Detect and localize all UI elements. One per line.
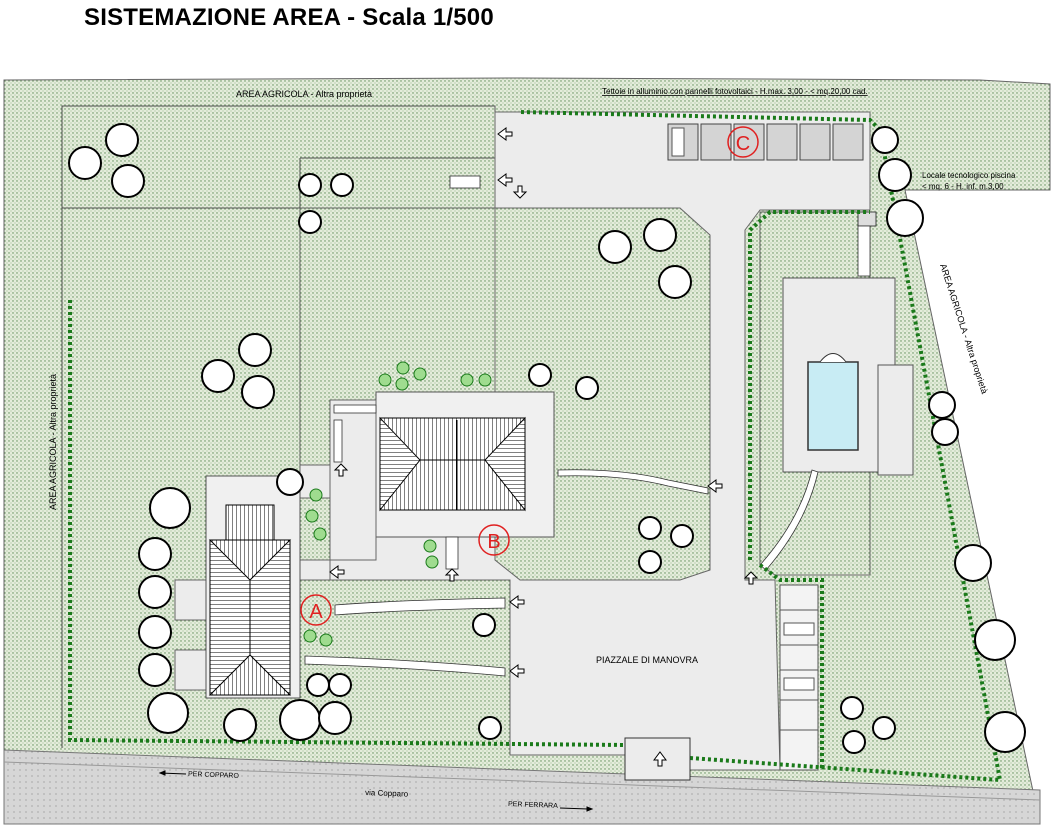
marker-a: A — [300, 594, 332, 626]
road-via-copparo — [3, 749, 1041, 825]
swimming-pool — [807, 361, 859, 451]
svg-text:C: C — [736, 133, 750, 155]
road-direction-arrows — [158, 770, 594, 812]
label-tech-room-1: Locale tecnologico piscina — [922, 171, 1016, 180]
marker-b: B — [478, 524, 510, 556]
label-maneuver-area: PIAZZALE DI MANOVRA — [596, 655, 698, 665]
label-tech-room-2: < mq. 6 - H. inf. m.3,00 — [922, 182, 1004, 191]
label-west-area: AREA AGRICOLA - Altra proprietà — [48, 374, 58, 510]
label-east-area: AREA AGRICOLA - Altra proprietà — [938, 263, 990, 395]
label-road-east: PER FERRARA — [508, 801, 558, 810]
svg-text:B: B — [487, 531, 500, 553]
trees — [68, 123, 1026, 754]
label-north-area: AREA AGRICOLA - Altra proprietà — [236, 89, 372, 99]
shrubs — [303, 361, 492, 647]
building-a — [205, 475, 301, 699]
label-road-west: PER COPPARO — [188, 771, 240, 780]
svg-text:A: A — [309, 601, 323, 623]
page-title: SISTEMAZIONE AREA - Scala 1/500 — [84, 4, 494, 31]
boundary-hedge — [68, 110, 1003, 783]
label-road-name: via Copparo — [365, 788, 409, 799]
pool-area — [782, 277, 914, 476]
parking-stalls — [449, 127, 819, 771]
entrance-gate — [624, 737, 691, 781]
access-arrows — [329, 127, 759, 678]
marker-c: C — [727, 126, 759, 158]
label-canopy-note: Tettoie in alluminio con pannelli fotovo… — [602, 87, 868, 96]
building-b — [329, 391, 555, 561]
